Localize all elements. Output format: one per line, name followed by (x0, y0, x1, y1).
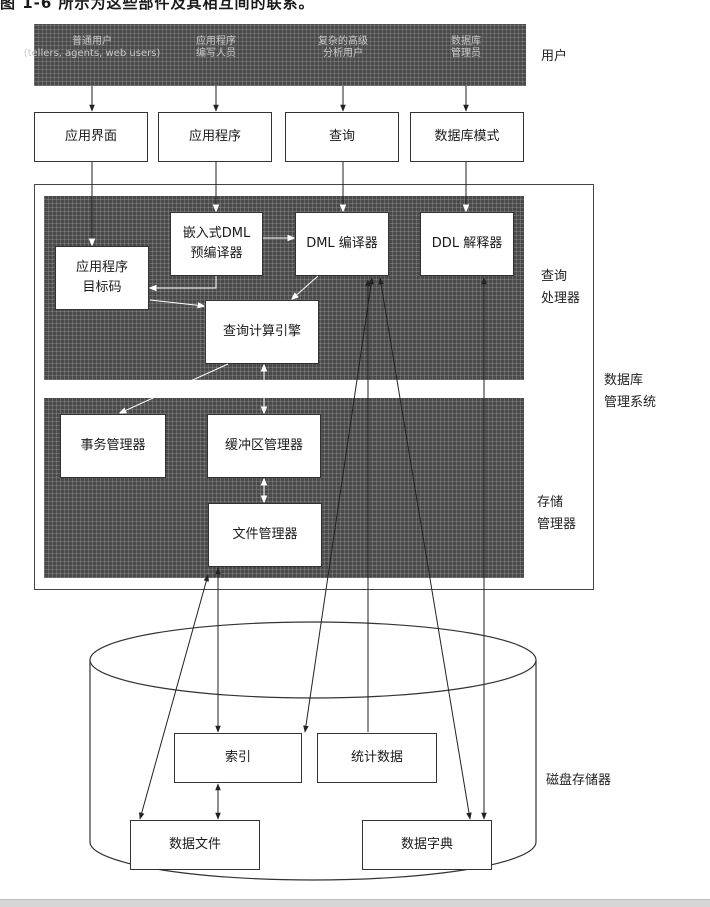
app-interface-box: 应用界面 (34, 112, 148, 162)
users-bar (34, 24, 526, 86)
query-processor-label: 查询处理器 (541, 269, 581, 306)
user-naive-label: 普通用户(tellers, agents, web users) (23, 36, 161, 59)
statistical-data-box: 统计数据 (317, 733, 437, 783)
app-object-code-box: 应用程序 目标码 (55, 246, 149, 310)
embedded-dml-precompiler-box: 嵌入式DML 预编译器 (170, 212, 263, 276)
user-programmers-label: 应用程序编写人员 (196, 36, 236, 59)
db-schema-box: 数据库模式 (410, 112, 524, 162)
figure-caption: 图 1-6 所示为这些部件及其相互间的联系。 (0, 0, 315, 10)
data-dictionary-box: 数据字典 (362, 820, 492, 870)
user-dba-label: 数据库管理员 (451, 36, 481, 59)
storage-manager-label: 存储管理器 (537, 495, 577, 532)
app-program-box: 应用程序 (158, 112, 272, 162)
dbms-label: 数据库管理系统 (604, 373, 657, 410)
buffer-manager-box: 缓冲区管理器 (207, 414, 321, 478)
transaction-manager-box: 事务管理器 (60, 414, 166, 478)
bottom-scroll-bar (0, 899, 710, 907)
dml-compiler-box: DML 编译器 (295, 212, 389, 276)
users-side-label: 用户 (541, 49, 568, 64)
query-engine-box: 查询计算引擎 (205, 300, 319, 364)
ddl-interpreter-box: DDL 解释器 (420, 212, 514, 276)
user-sophisticated-label: 复杂的高级分析用户 (318, 36, 368, 59)
file-manager-box: 文件管理器 (208, 503, 322, 567)
query-box: 查询 (285, 112, 399, 162)
data-files-box: 数据文件 (130, 820, 260, 870)
indices-box: 索引 (174, 733, 302, 783)
disk-storage-label: 磁盘存储器 (546, 773, 612, 788)
